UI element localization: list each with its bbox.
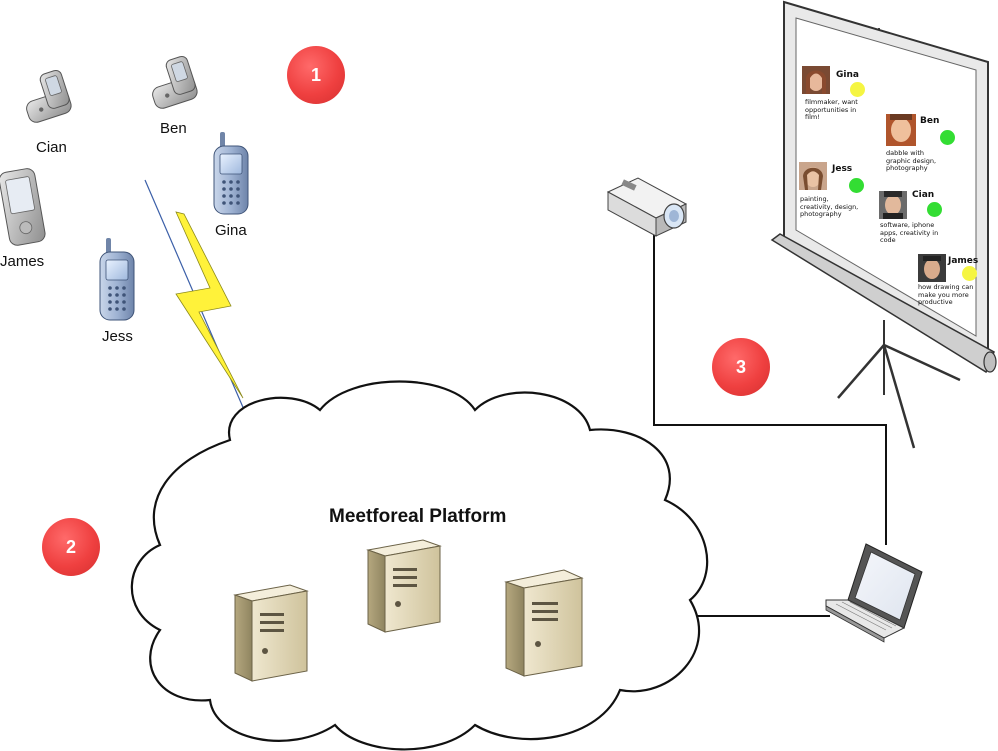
projector-cable [653, 232, 887, 545]
platform-title: Meetforeal Platform [329, 506, 507, 527]
device-label-james: James [0, 253, 45, 270]
device-label-cian: Cian [36, 139, 67, 156]
flip-phone-icon-ben [152, 55, 198, 109]
avatar-ben [886, 114, 916, 146]
device-label-gina: Gina [215, 222, 247, 239]
card-desc-james: how drawing can make you more productive [918, 283, 974, 306]
card-desc-cian: software, iphone apps, creativity in cod… [880, 221, 939, 244]
avatar-cian [879, 191, 907, 219]
status-dot-gina [850, 82, 865, 97]
step-badge-3: 3 [712, 338, 770, 396]
card-name-cian: Cian [912, 190, 935, 200]
laptop-icon [825, 543, 923, 643]
projector-icon [606, 177, 688, 237]
cell-phone-icon-gina [213, 132, 249, 215]
status-dot-cian [927, 202, 942, 217]
wireless-link [144, 179, 246, 413]
card-desc-gina: filmmaker, want opportunities in film! [805, 98, 858, 121]
card-desc-ben: dabble with graphic design, photography [886, 149, 937, 172]
device-label-jess: Jess [102, 328, 133, 345]
step-badge-1: 1 [287, 46, 345, 104]
card-name-jess: Jess [832, 164, 853, 174]
server-center-icon [366, 539, 442, 633]
device-label-ben: Ben [160, 120, 187, 137]
server-left-icon [233, 584, 309, 682]
flip-phone-icon-cian [26, 69, 72, 123]
avatar-gina [802, 66, 830, 94]
card-name-ben: Ben [920, 116, 940, 126]
pda-icon-james [0, 168, 46, 246]
server-right-icon [504, 569, 584, 677]
card-desc-jess: painting, creativity, design, photograph… [800, 195, 859, 218]
cell-phone-icon-jess [99, 238, 135, 321]
status-dot-james [962, 266, 977, 281]
avatar-james [918, 254, 946, 282]
card-name-james: James [948, 256, 979, 266]
lightning-icon [175, 211, 244, 399]
status-dot-jess [849, 178, 864, 193]
status-dot-ben [940, 130, 955, 145]
step-badge-2: 2 [42, 518, 100, 576]
avatar-jess [799, 162, 827, 190]
card-name-gina: Gina [836, 70, 859, 80]
